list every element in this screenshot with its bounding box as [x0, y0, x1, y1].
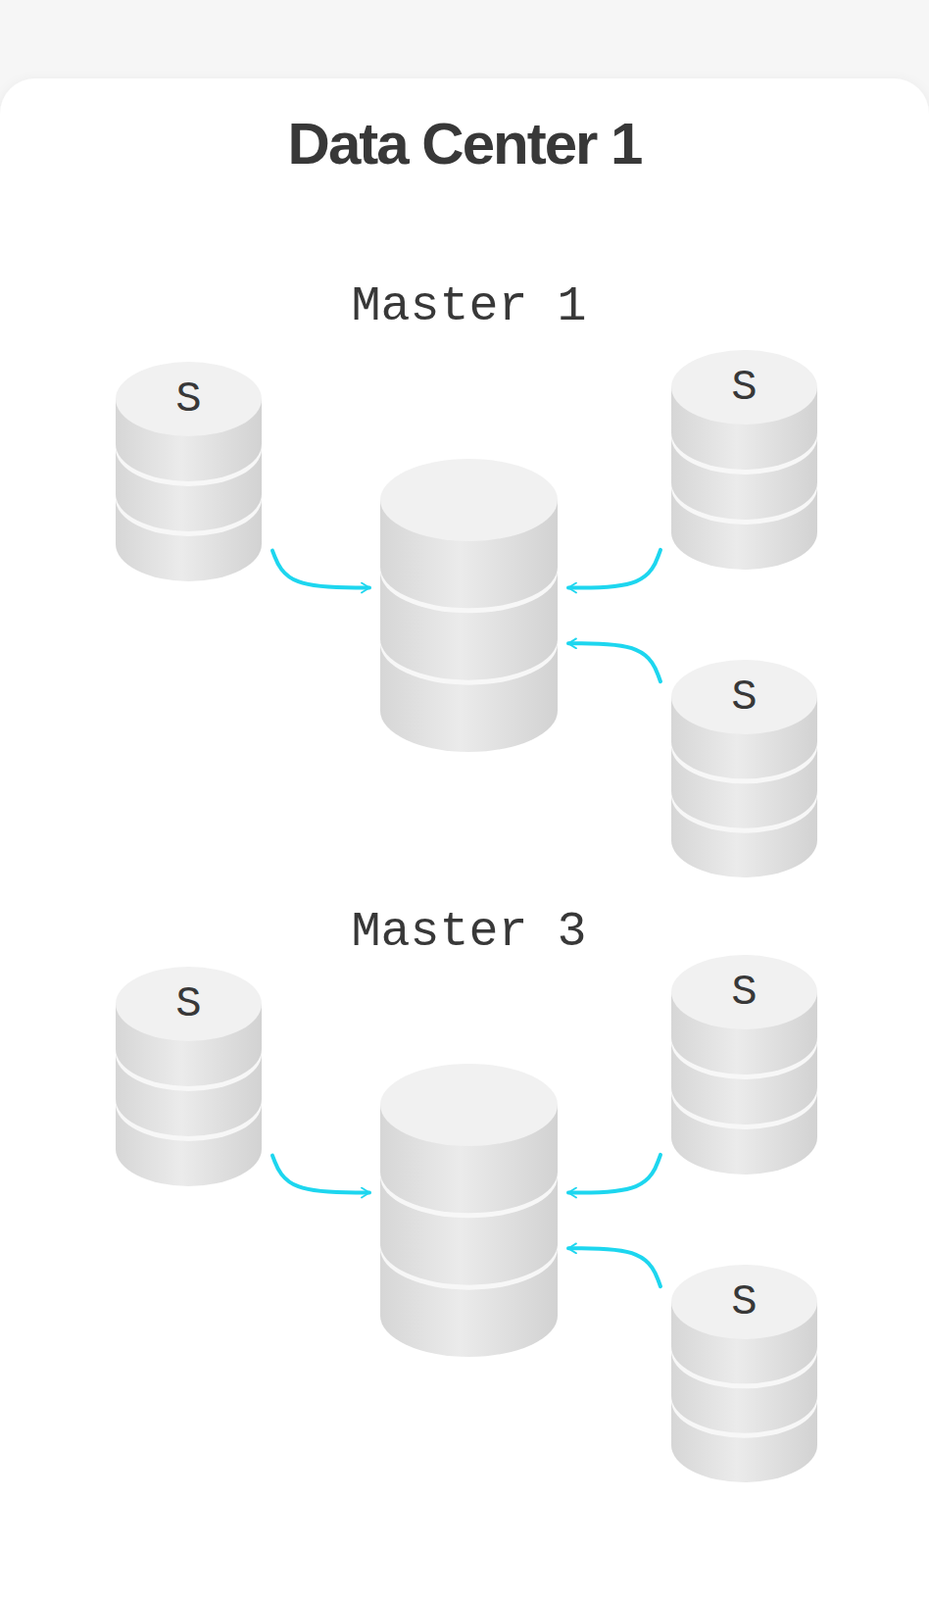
master-database: Master 1	[379, 458, 559, 752]
replication-arrow	[272, 550, 370, 588]
disc-top	[115, 361, 262, 437]
disc-top	[671, 659, 818, 734]
diagram-title: Data Center 1	[0, 109, 929, 178]
replication-arrow	[568, 642, 661, 682]
slave-label: S	[114, 374, 263, 424]
replication-arrow	[272, 1155, 370, 1193]
master-label: Master 1	[350, 278, 587, 335]
disc-top	[671, 349, 818, 425]
master-database: Master 3	[379, 1063, 559, 1357]
replication-arrow	[568, 1154, 661, 1193]
cylinder-shape	[379, 1063, 559, 1357]
slave-database: S	[670, 349, 819, 570]
slave-database: S	[670, 659, 819, 878]
slave-database: S	[114, 361, 263, 582]
slave-database: S	[670, 1264, 819, 1482]
replication-arrow	[568, 1247, 661, 1286]
disc-top	[671, 954, 818, 1029]
disc-top	[115, 966, 262, 1041]
slave-label: S	[670, 1276, 819, 1326]
master-label: Master 3	[350, 903, 587, 960]
slave-database: S	[114, 966, 263, 1186]
slave-label: S	[670, 672, 819, 722]
card-panel	[0, 78, 929, 1600]
slave-label: S	[670, 362, 819, 412]
slave-label: S	[114, 978, 263, 1028]
disc-top	[380, 1063, 558, 1146]
cylinder-shape	[379, 458, 559, 752]
slave-label: S	[670, 967, 819, 1017]
disc-top	[671, 1264, 818, 1339]
disc-top	[380, 458, 558, 541]
replication-arrow	[568, 549, 661, 588]
slave-database: S	[670, 954, 819, 1174]
